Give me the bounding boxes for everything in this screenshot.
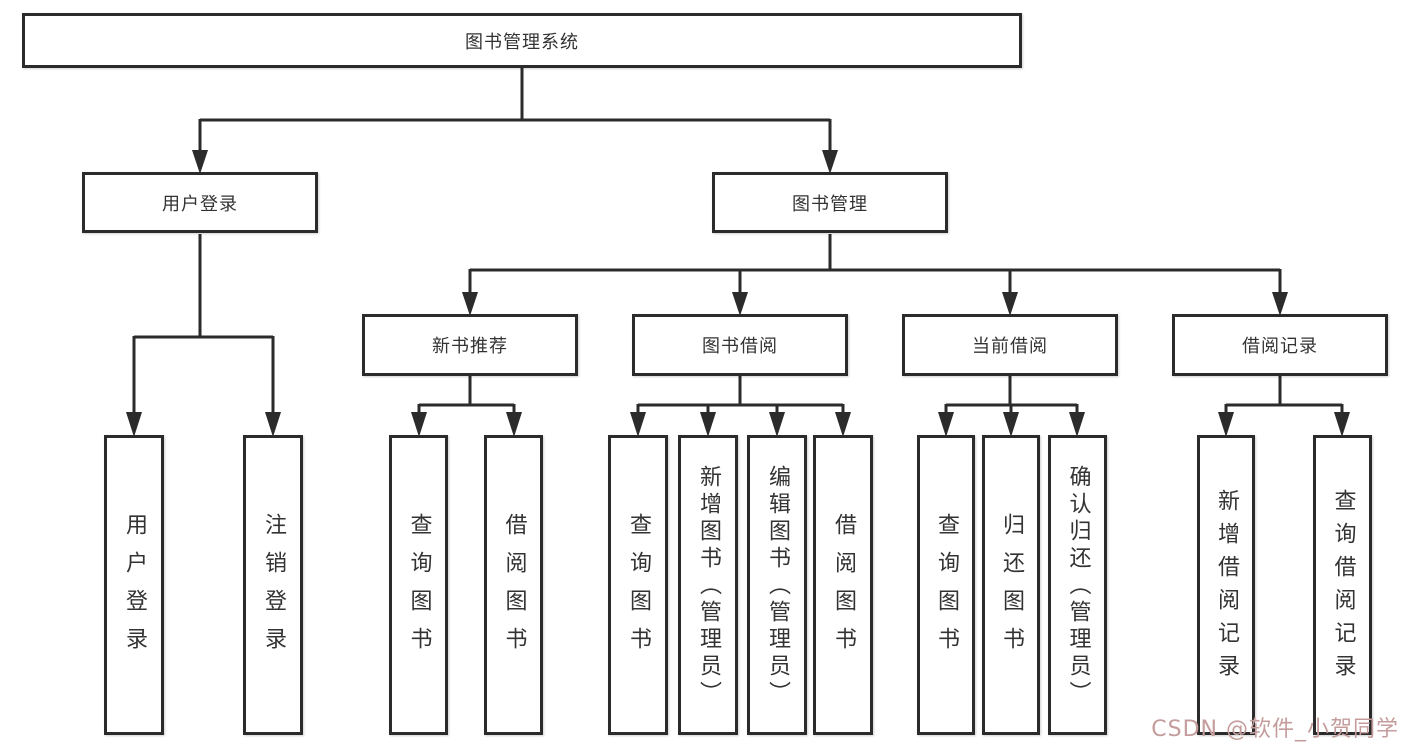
leaf-label: 新增借阅记录 — [1214, 488, 1239, 687]
leaf-add-borrow-record: 新增借阅记录 — [1197, 435, 1255, 735]
leaf-label: 确认归还（管理员） — [1065, 464, 1091, 708]
leaf-borrow-books: 借阅图书 — [813, 435, 873, 735]
leaf-edit-book-admin: 编辑图书（管理员） — [747, 435, 807, 735]
leaf-query-borrow-record: 查询借阅记录 — [1313, 435, 1372, 735]
leaf-label: 编辑图书（管理员） — [765, 464, 790, 708]
leaf-label: 查询图书 — [626, 513, 651, 665]
leaf-add-book-admin: 新增图书（管理员） — [678, 435, 738, 735]
leaf-label: 借阅图书 — [501, 513, 527, 665]
leaf-user-login: 用户登录 — [104, 435, 164, 735]
node-book-borrow: 图书借阅 — [632, 314, 848, 376]
leaf-label: 查询图书 — [934, 513, 959, 665]
leaf-query-books: 查询图书 — [608, 435, 668, 735]
node-book-management: 图书管理 — [712, 172, 948, 233]
leaf-return-books: 归还图书 — [982, 435, 1040, 735]
leaf-query-books: 查询图书 — [917, 435, 975, 735]
node-current-borrow: 当前借阅 — [902, 314, 1118, 376]
node-new-book-recommend: 新书推荐 — [362, 314, 578, 376]
leaf-logout: 注销登录 — [243, 435, 303, 735]
leaf-label: 注销登录 — [261, 513, 286, 665]
leaf-label: 查询借阅记录 — [1330, 488, 1356, 687]
leaf-label: 用户登录 — [122, 513, 147, 665]
node-root: 图书管理系统 — [22, 13, 1022, 68]
leaf-label: 归还图书 — [999, 513, 1024, 665]
watermark: CSDN @软件_小贺同学 — [1151, 717, 1399, 742]
leaf-confirm-return-admin: 确认归还（管理员） — [1048, 435, 1107, 735]
leaf-label: 新增图书（管理员） — [696, 464, 721, 708]
node-borrow-records: 借阅记录 — [1172, 314, 1388, 376]
leaf-query-books: 查询图书 — [389, 435, 448, 735]
arrowheads — [126, 150, 1350, 437]
leaf-borrow-books: 借阅图书 — [484, 435, 543, 735]
leaf-label: 查询图书 — [406, 513, 432, 665]
node-user-login: 用户登录 — [82, 172, 318, 233]
leaf-label: 借阅图书 — [831, 513, 856, 665]
